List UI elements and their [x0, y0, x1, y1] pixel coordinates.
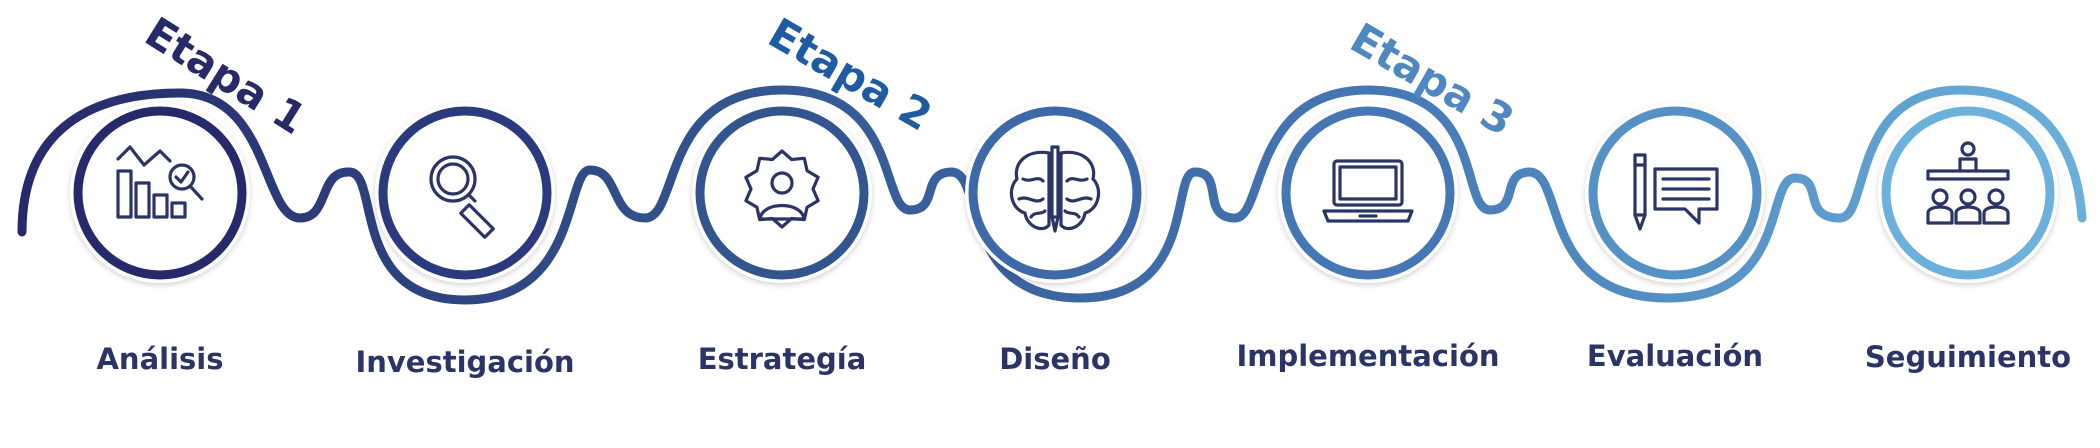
step-ring	[378, 106, 552, 280]
step-label: Implementación	[1236, 339, 1499, 373]
step-ring	[73, 106, 247, 280]
pen-chat-icon	[1633, 153, 1719, 231]
gear-person-icon	[744, 149, 820, 229]
step-1	[70, 103, 250, 283]
step-label: Estrategía	[698, 342, 867, 376]
step-2	[375, 103, 555, 283]
brain-pencil-icon	[1009, 145, 1101, 233]
chart-analysis-icon	[116, 145, 204, 219]
step-6	[1585, 103, 1765, 283]
step-label: Investigación	[355, 345, 574, 379]
step-ring	[1588, 106, 1762, 280]
magnifier-icon	[429, 155, 495, 239]
step-label: Análisis	[96, 342, 223, 376]
step-ring	[1281, 106, 1455, 280]
step-5	[1278, 103, 1458, 283]
step-label: Seguimiento	[1865, 340, 2071, 374]
timeline-wave-path	[17, 85, 2087, 305]
step-label: Evaluación	[1587, 339, 1763, 373]
step-label: Diseño	[999, 342, 1111, 376]
step-7	[1878, 103, 2058, 283]
step-4	[965, 103, 1145, 283]
laptop-icon	[1322, 159, 1414, 223]
presenter-audience-icon	[1926, 141, 2010, 225]
step-ring	[968, 106, 1142, 280]
step-3	[692, 103, 872, 283]
step-ring	[1881, 106, 2055, 280]
